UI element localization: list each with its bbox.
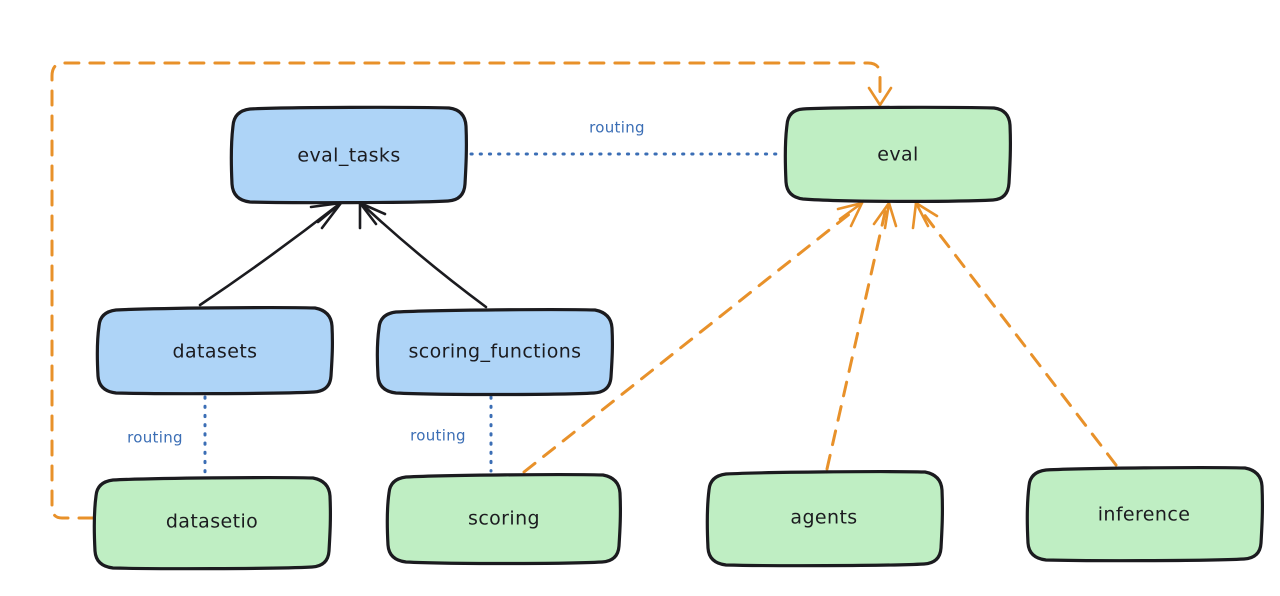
node-label-agents: agents [790,507,857,529]
node-label-scoring: scoring [468,508,540,530]
node-scoring[interactable]: scoring [385,473,623,566]
edge-datasets-eval_tasks [198,201,343,307]
node-inference[interactable]: inference [1025,466,1265,563]
node-label-scoring_functions: scoring_functions [409,341,582,363]
node-datasetio[interactable]: datasetio [92,476,333,571]
node-agents[interactable]: agents [705,470,945,568]
edge-scoring-eval [522,201,864,474]
node-datasets[interactable]: datasets [95,306,335,396]
node-label-eval_tasks: eval_tasks [297,145,400,167]
node-label-datasetio: datasetio [166,511,258,533]
edge-label-routing-eval: routing [589,119,645,137]
edge-label-routing-scoring: routing [410,427,466,445]
edge-agents-eval [825,201,898,471]
edge-inference-eval [911,201,1118,467]
edge-scoring_functions-eval_tasks [358,201,488,309]
edge-label-routing-datasetio: routing [127,429,183,447]
edge-datasetio-eval [50,61,893,520]
node-label-eval: eval [877,144,918,166]
node-label-inference: inference [1098,504,1191,526]
node-eval[interactable]: eval [783,105,1013,203]
node-scoring_functions[interactable]: scoring_functions [375,308,615,397]
node-eval_tasks[interactable]: eval_tasks [229,105,469,205]
node-label-datasets: datasets [173,341,258,363]
